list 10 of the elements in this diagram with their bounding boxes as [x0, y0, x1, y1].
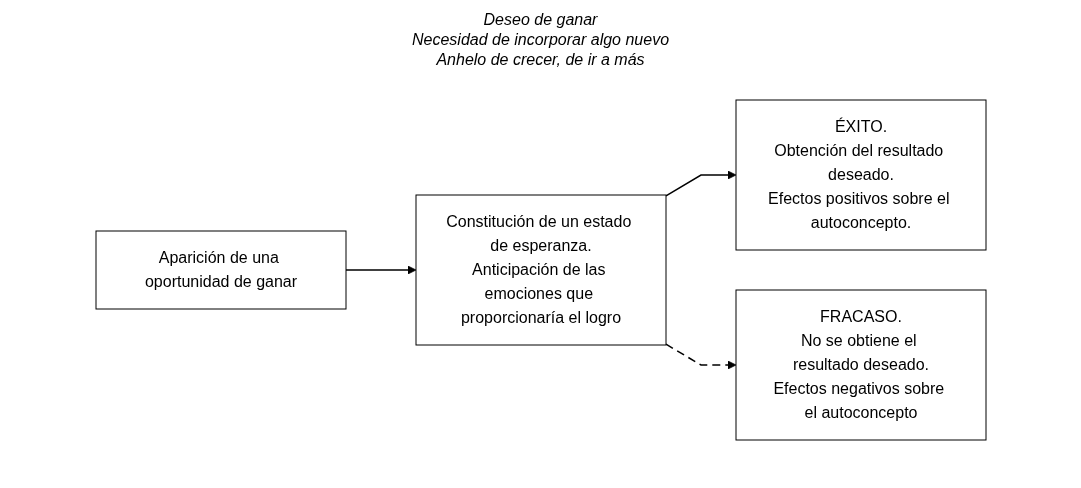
arrow	[664, 343, 736, 370]
note-text: Deseo de ganar	[482, 10, 599, 30]
node-box: FRACASO. No se obtiene el resultado deseado. Efectos negativos sobre el autoconcepto	[735, 289, 986, 441]
note-text: Necesidad de incorporar algo nuevo	[410, 30, 671, 50]
node-box: Constitución de un estado de esperanza. Anticipación de las emociones que proporcionaría el logro	[415, 194, 666, 346]
note-text: Anhelo de crecer, de ir a más	[435, 50, 646, 70]
arrow	[664, 170, 736, 197]
node-box: ÉXITO. Obtención del resultado deseado. Efectos positivos sobre el autoconcepto.	[735, 99, 986, 251]
node-box: Aparición de una oportunidad de ganar	[95, 230, 346, 310]
arrow	[344, 265, 416, 275]
